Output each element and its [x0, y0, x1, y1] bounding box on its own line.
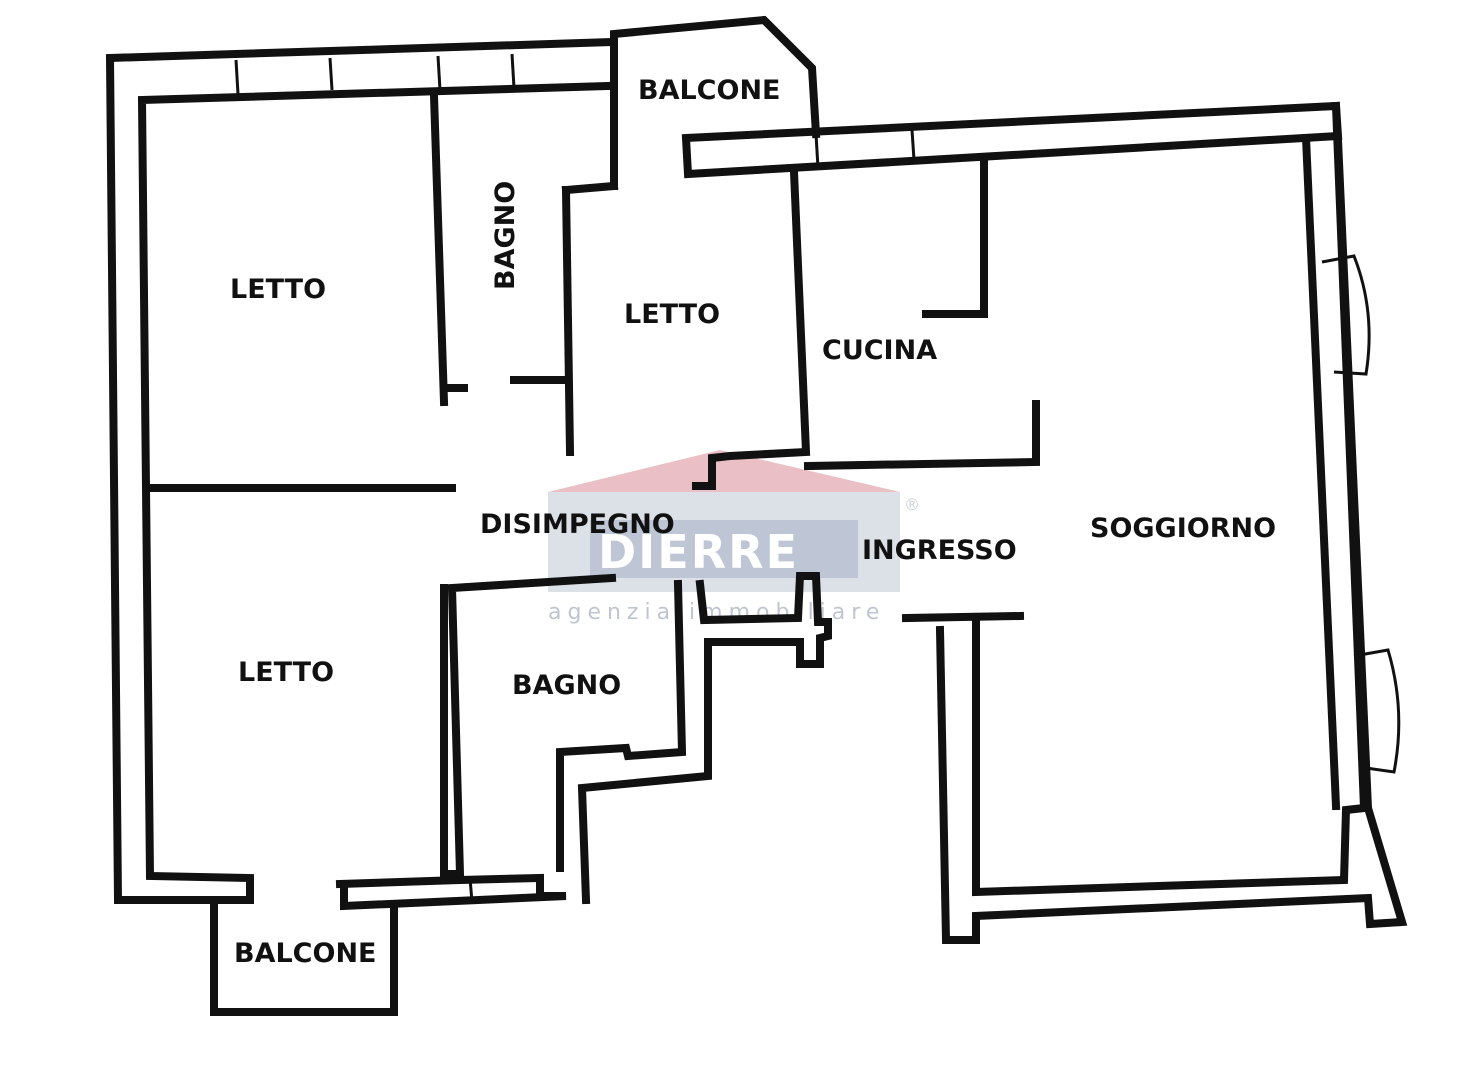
cucina-bottom-wall	[803, 400, 1040, 471]
label-letto-bottom-left: LETTO	[238, 657, 334, 688]
window-tick	[234, 59, 240, 95]
letto-cucina-wall	[692, 167, 811, 490]
soggiorno-outer-wall-2	[1301, 133, 1341, 811]
watermark-roof	[548, 450, 900, 492]
window-tick	[510, 53, 516, 89]
label-cucina: CUCINA	[822, 335, 937, 366]
window-tick	[436, 55, 442, 91]
label-bagno-bottom: BAGNO	[512, 670, 621, 701]
bagno-bottom-top-wall	[440, 573, 617, 878]
bottom-wall	[335, 873, 567, 911]
bagno-top-right-wall	[561, 181, 619, 195]
label-bagno-top: BAGNO	[490, 181, 521, 290]
window-tick	[328, 57, 334, 91]
label-letto-top-left: LETTO	[230, 274, 326, 305]
letto-bagno-divider	[429, 91, 449, 407]
outer-wall-left	[105, 37, 617, 904]
bay-window-lower	[1353, 648, 1401, 774]
watermark-plate	[590, 520, 858, 578]
bagno-bottom-right-wall	[556, 579, 687, 872]
label-balcone-bottom: BALCONE	[234, 938, 377, 969]
watermark-brand: DIERRE	[598, 525, 799, 579]
window-tick	[814, 133, 820, 169]
corridor-wall	[577, 572, 832, 905]
window-tick	[910, 129, 916, 161]
balcony-top-wall	[610, 15, 821, 190]
label-soggiorno: SOGGIORNO	[1090, 513, 1276, 544]
balcony-bottom-wall	[210, 896, 398, 1016]
label-balcone-top: BALCONE	[638, 75, 781, 106]
cucina-inner-wall	[922, 160, 988, 318]
walls	[105, 15, 1408, 1016]
room-labels: BALCONE BAGNO LETTO LETTO CUCINA DISIMPE…	[230, 75, 1276, 969]
label-ingresso: INGRESSO	[862, 535, 1017, 566]
window-tick	[468, 877, 474, 903]
label-disimpegno: DISIMPEGNO	[480, 509, 675, 540]
right-shell-outer	[935, 135, 1408, 944]
top-balcony-ledge	[681, 101, 1343, 179]
bay-window-upper	[1321, 254, 1371, 376]
watermark-registered: ®	[904, 495, 920, 514]
ingresso-wall	[901, 611, 1025, 623]
soggiorno-outer-wall	[972, 101, 1369, 897]
bagno-letto-divider	[561, 185, 575, 457]
label-letto-top-middle: LETTO	[624, 299, 720, 330]
